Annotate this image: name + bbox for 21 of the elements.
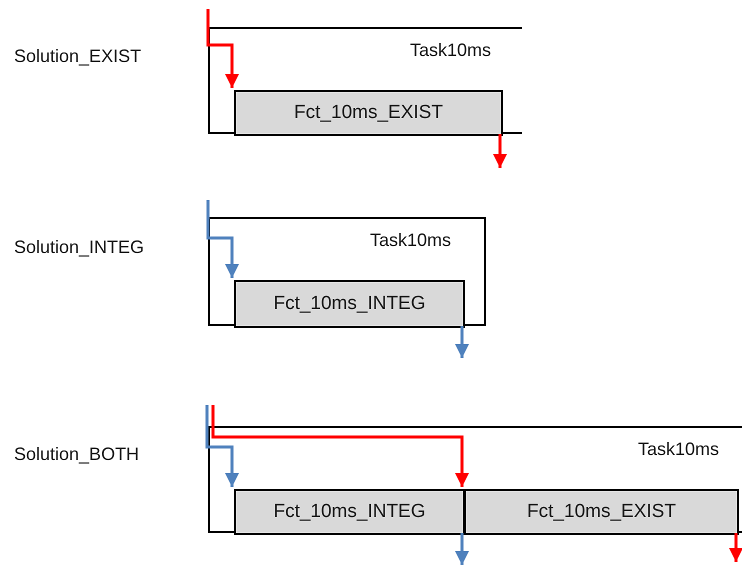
task-frame <box>208 27 522 134</box>
task-label: Task10ms <box>370 231 452 249</box>
solution-label: Solution_INTEG <box>14 238 144 256</box>
function-box: Fct_10ms_EXIST <box>464 489 739 535</box>
arrow <box>206 9 239 88</box>
task-label: Task10ms <box>638 440 720 458</box>
arrow <box>212 405 469 487</box>
task-frame <box>208 217 486 326</box>
function-box: Fct_10ms_INTEG <box>234 280 465 328</box>
task-label: Task10ms <box>410 41 492 59</box>
task-frame <box>208 426 742 533</box>
function-box: Fct_10ms_INTEG <box>234 489 465 535</box>
arrow <box>206 405 239 487</box>
arrow <box>206 200 239 278</box>
solution-label: Solution_BOTH <box>14 445 140 463</box>
arrow <box>493 134 507 168</box>
arrow <box>729 533 742 562</box>
function-box: Fct_10ms_EXIST <box>234 90 503 136</box>
arrow <box>455 326 469 358</box>
solution-label: Solution_EXIST <box>14 47 142 65</box>
arrow <box>455 533 469 565</box>
